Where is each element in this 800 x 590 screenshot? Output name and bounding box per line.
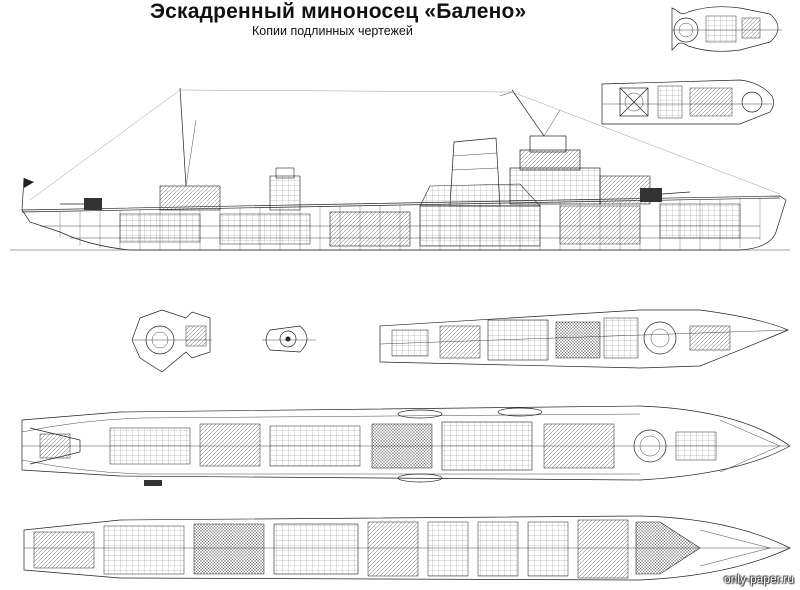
main-deck-plan [21,405,791,486]
drawing-title: Эскадренный миноносец «Балено» [150,0,527,23]
gun-platform-detail [131,309,212,373]
bridge-plan-detail [671,6,782,52]
lower-deck-plan [23,515,791,581]
side-elevation [10,87,790,251]
upper-deck-plan [379,309,789,369]
searchlight-platform-detail [262,325,316,353]
bridge-deck-detail [601,79,774,125]
drawing-subtitle: Копии подлинных чертежей [252,24,413,38]
site-watermark: only-paper.ru [723,572,794,586]
